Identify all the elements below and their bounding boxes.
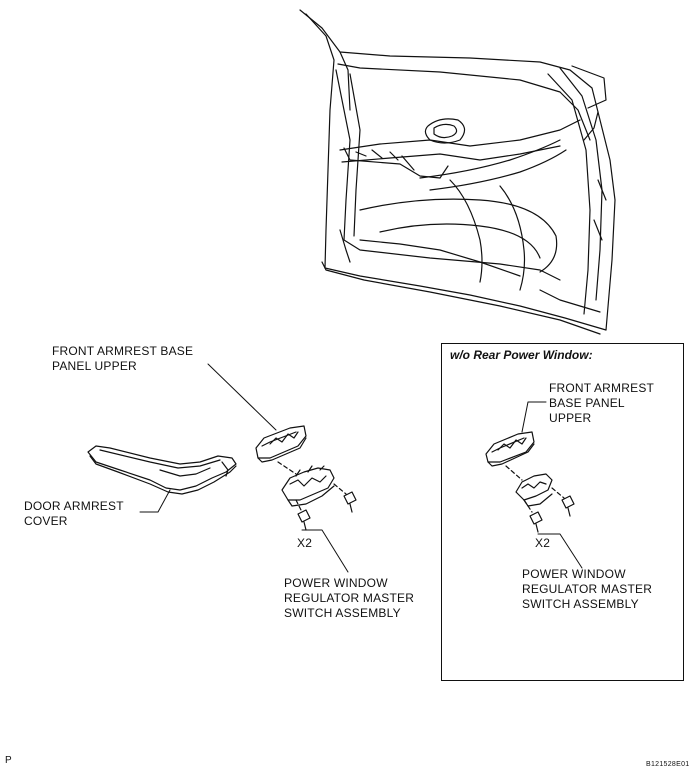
inset-assembly-guide-lines	[505, 465, 565, 513]
inset-leader-lines	[521, 401, 583, 569]
assembly-guide-lines	[277, 461, 347, 513]
inset-power-window-switch-label: POWER WINDOW REGULATOR MASTER SWITCH ASS…	[522, 567, 653, 611]
inset-front-armrest-label: FRONT ARMREST BASE PANEL UPPER	[549, 381, 655, 425]
door-panel-illustration	[299, 9, 616, 335]
door-armrest-cover-part	[87, 445, 237, 495]
screw-fasteners	[297, 491, 357, 531]
leader-lines	[139, 363, 349, 573]
inset-title: w/o Rear Power Window:	[450, 348, 593, 362]
power-window-switch-label: POWER WINDOW REGULATOR MASTER SWITCH ASS…	[284, 576, 415, 620]
inset-screw-fasteners	[529, 495, 575, 533]
power-window-switch-part	[281, 465, 335, 507]
front-armrest-base-panel-upper-label: FRONT ARMREST BASE PANEL UPPER	[52, 344, 194, 373]
door-armrest-cover-label: DOOR ARMREST COVER	[24, 499, 124, 528]
inset-variant-box: w/o Rear Power Window:	[441, 343, 684, 681]
corner-mark: P	[5, 755, 12, 766]
screw-quantity-label: x2	[297, 536, 313, 550]
inset-screw-quantity-label: x2	[535, 536, 551, 550]
inset-front-armrest-panel-part	[485, 431, 535, 467]
front-armrest-base-panel-part	[255, 425, 307, 463]
figure-code: B121528E01	[646, 761, 690, 768]
